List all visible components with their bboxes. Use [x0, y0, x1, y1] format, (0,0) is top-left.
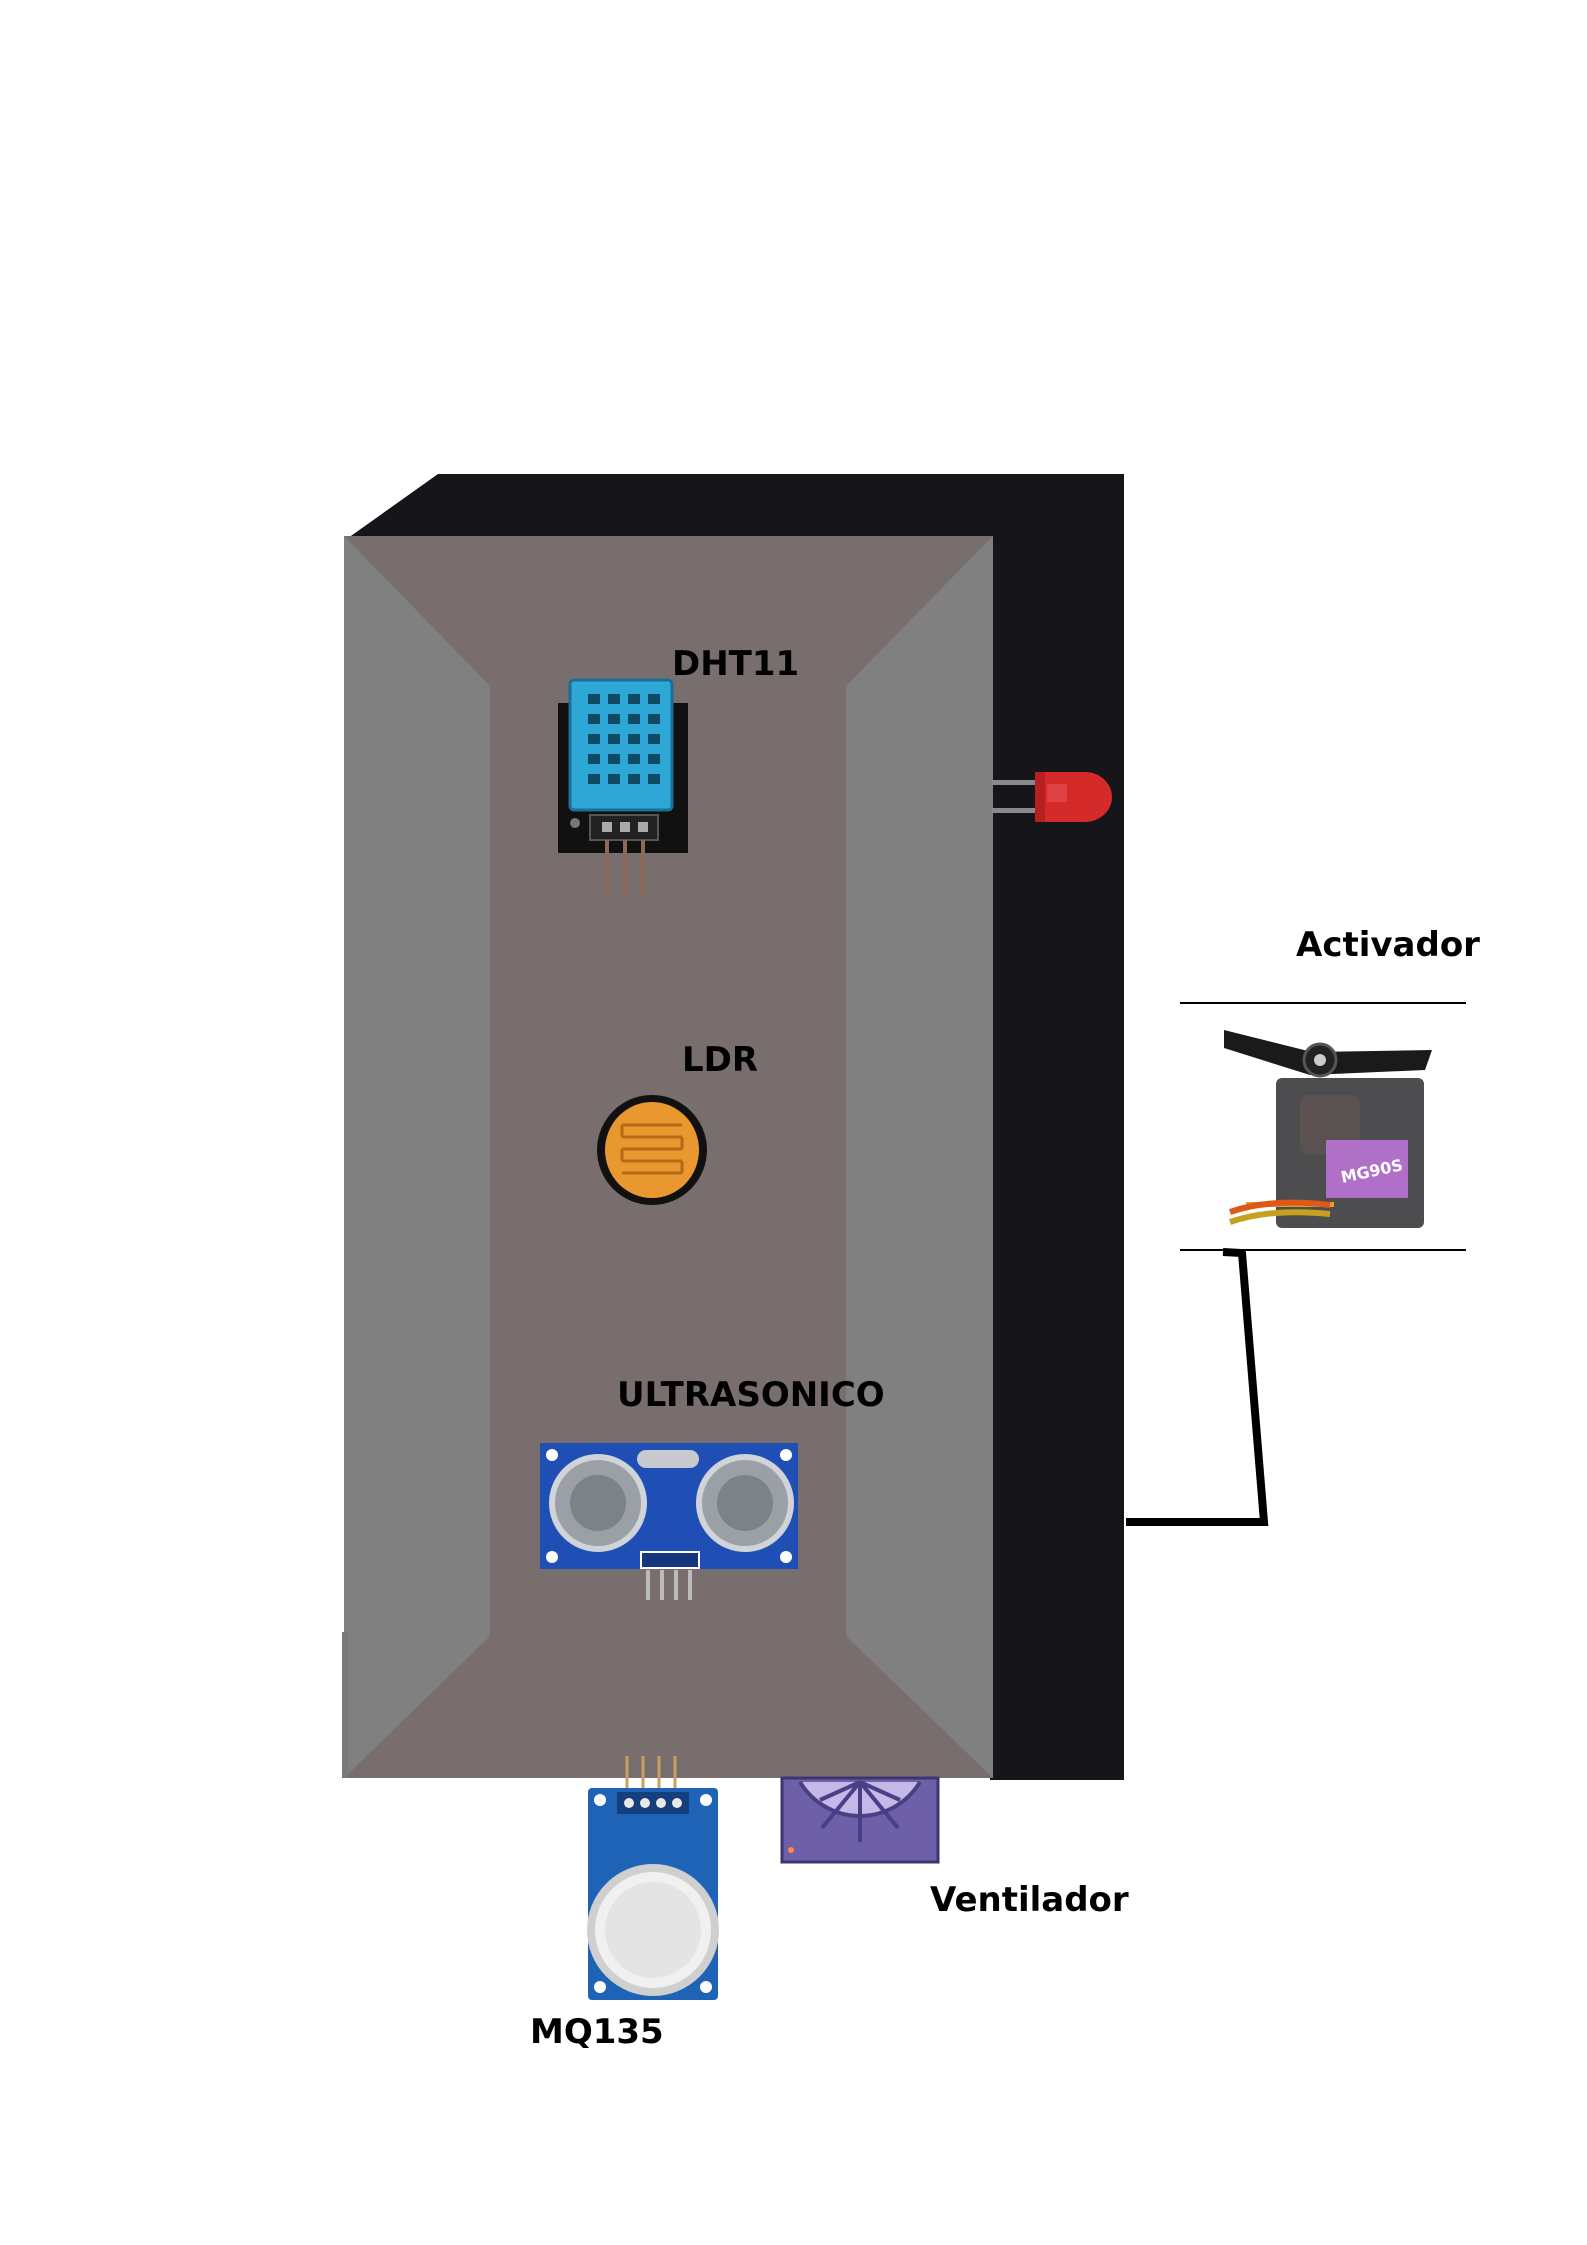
- box-bevel-left: [344, 536, 490, 1778]
- actuator-label: Activador: [1296, 925, 1480, 965]
- dht11-label: DHT11: [672, 644, 800, 684]
- led-icon: [992, 772, 1112, 822]
- box-bevel-left-lower: [342, 1632, 348, 1778]
- gas-sensor-icon: [587, 1756, 719, 2000]
- servo-motor-icon: [1224, 1030, 1432, 1228]
- box-side-panel: [990, 474, 1124, 1780]
- photoresistor-icon: [597, 1095, 707, 1205]
- ultrasonic-sensor-icon: [540, 1443, 798, 1600]
- temperature-humidity-sensor-icon: [558, 678, 688, 898]
- box-bevel-right: [846, 536, 993, 1778]
- fan-label: Ventilador: [930, 1880, 1129, 1920]
- ldr-label: LDR: [682, 1040, 759, 1080]
- servo-wire: [1126, 1248, 1269, 1526]
- fan-icon: [780, 1776, 940, 1864]
- ultrasonic-label: ULTRASONICO: [617, 1375, 885, 1415]
- mq135-label: MQ135: [530, 2012, 664, 2052]
